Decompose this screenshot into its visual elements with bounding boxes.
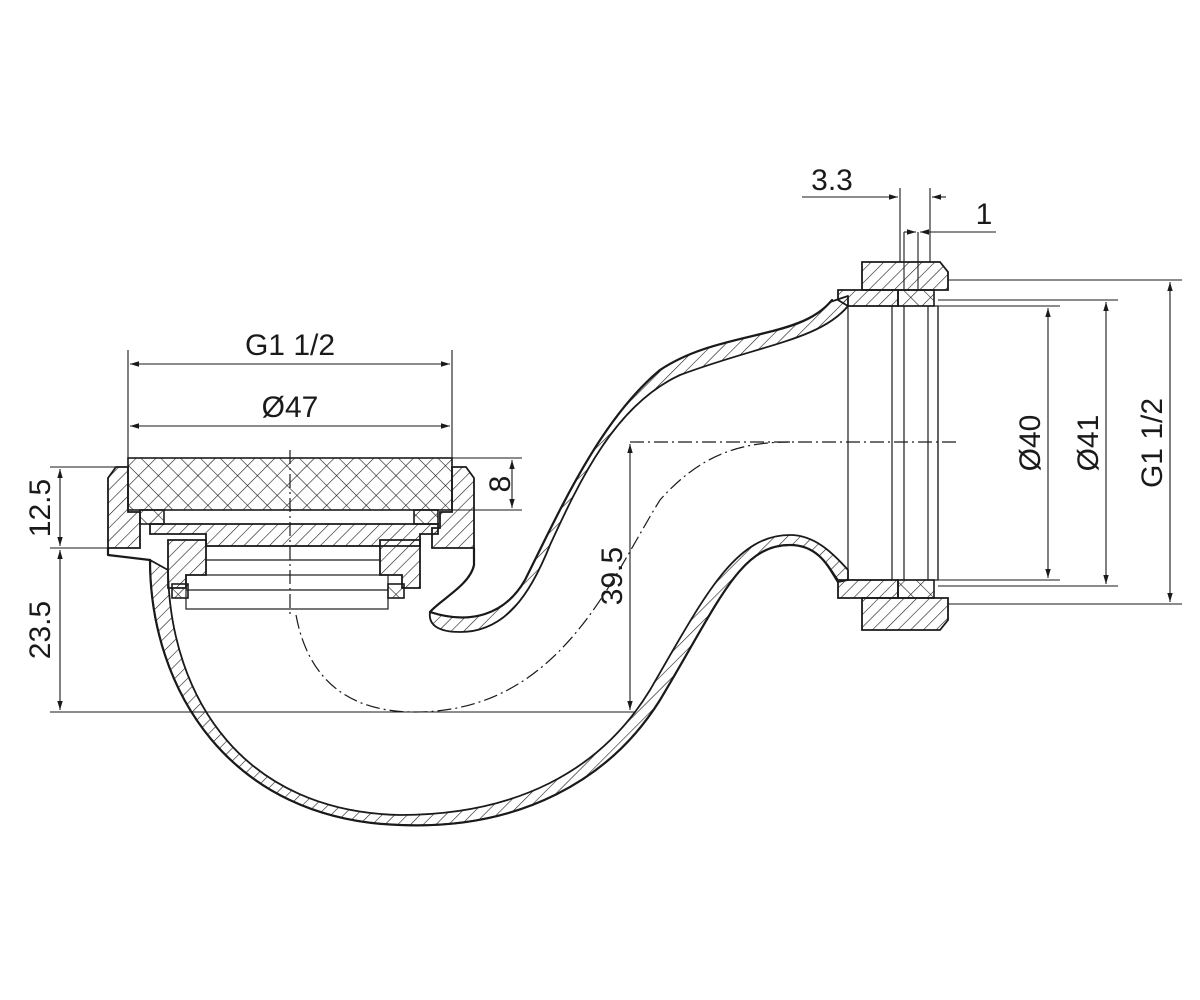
right-nut xyxy=(431,466,475,549)
inner-step-right xyxy=(379,539,421,589)
flange-top xyxy=(837,289,899,307)
dim-dia-41: Ø41 xyxy=(1072,415,1105,472)
dim-height-lower: 23.5 xyxy=(24,601,57,659)
dim-drop: 39.5 xyxy=(596,547,629,605)
seal-right-top xyxy=(413,509,439,525)
seal-right-bottom xyxy=(387,583,405,599)
seal-left-bottom xyxy=(171,583,189,599)
trap-upper-edge xyxy=(428,298,834,619)
dim-dia-40: Ø40 xyxy=(1014,415,1047,472)
dim-insert-height: 8 xyxy=(484,476,517,493)
dim-height-upper: 12.5 xyxy=(24,479,57,537)
dim-thread-side: G1 1/2 xyxy=(1136,398,1169,488)
inner-step-left xyxy=(167,539,207,589)
nut-body xyxy=(847,305,939,581)
union-nut-bottom xyxy=(861,597,949,631)
dim-seal-width: 1 xyxy=(976,198,993,231)
trap-body-wall xyxy=(149,534,849,827)
oring-top xyxy=(897,289,935,307)
dim-thread-top: G1 1/2 xyxy=(245,329,335,362)
dim-dia-47: Ø47 xyxy=(262,391,319,424)
centerline-bend xyxy=(295,441,791,713)
union-nut-top xyxy=(861,261,949,291)
left-nut xyxy=(107,466,141,549)
trap-upper-wall xyxy=(428,295,849,633)
inner-bore xyxy=(185,574,389,610)
right-fitting xyxy=(837,261,949,631)
oring-bottom xyxy=(897,579,935,599)
flange-bottom xyxy=(837,579,899,599)
trap-outer-edge xyxy=(148,543,840,827)
dim-flange-width: 3.3 xyxy=(811,164,853,197)
seal-left-top xyxy=(139,509,165,525)
